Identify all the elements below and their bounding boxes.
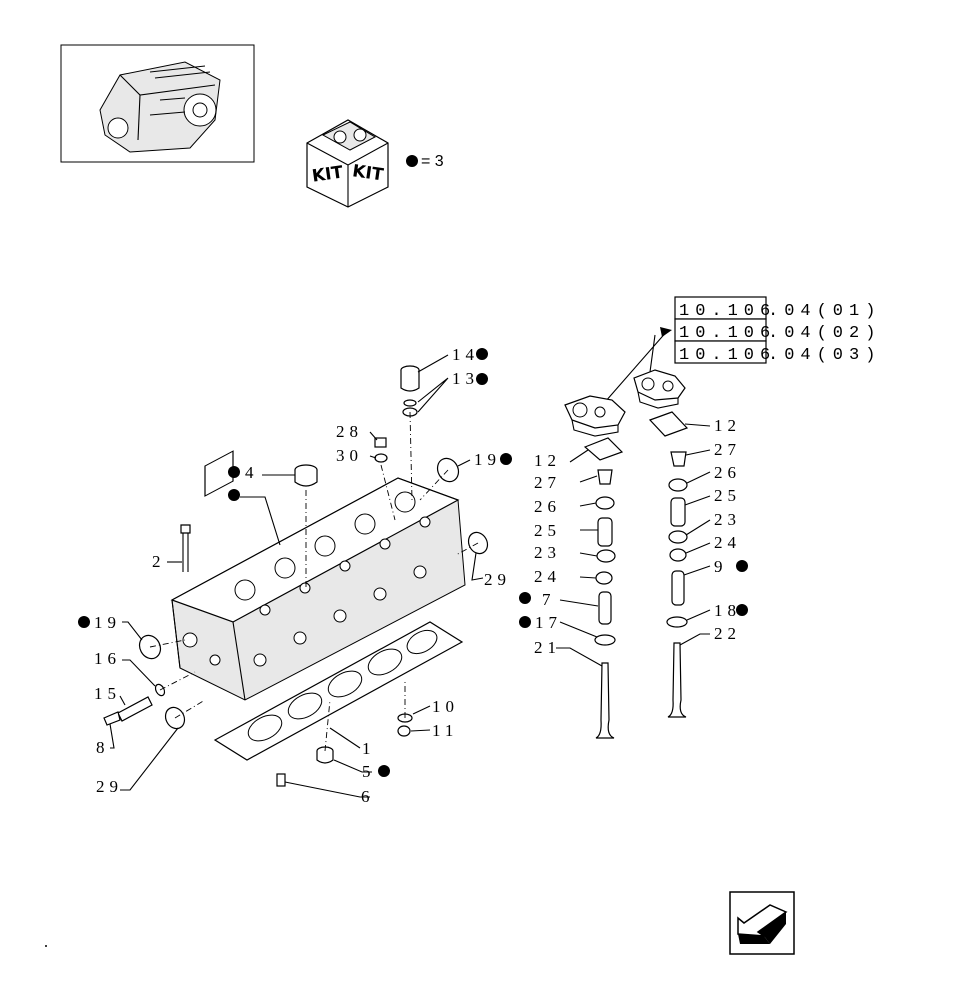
callout-26-right: 26 (714, 463, 741, 482)
kit-legend-equals: = 3 (421, 153, 444, 170)
callout-8: 8 (96, 738, 110, 757)
ref-leader-lines (604, 329, 669, 403)
callout-27-left: 27 (534, 473, 561, 492)
dowel-sleeve-4 (294, 464, 318, 487)
rocker-arm-left (564, 395, 626, 437)
union-15-16-8 (103, 683, 166, 726)
callout-5: 5 (362, 762, 376, 781)
ref-code-3[interactable]: 10.106 (679, 346, 776, 365)
callout-9: 9 (714, 557, 728, 576)
callout-16: 16 (94, 649, 121, 668)
callout-2: 2 (152, 552, 166, 571)
callout-25-right: 25 (714, 486, 741, 505)
callout-11: 11 (432, 721, 458, 740)
callout-14: 14 (452, 345, 479, 364)
kit-box-icon: KIT KIT (306, 119, 389, 208)
ref-arrow-icon (660, 327, 672, 337)
ref-suffix-1: .04(01) (768, 302, 881, 321)
injector-sleeve-14 (400, 365, 420, 417)
callout-7: 7 (542, 590, 556, 609)
callout-26-left: 26 (534, 497, 561, 516)
callout-22: 22 (714, 624, 741, 643)
engine-thumbnail[interactable] (60, 44, 255, 163)
callout-23-left: 23 (534, 543, 561, 562)
callout-19-left: 19 (94, 613, 121, 632)
valve-train-right (648, 411, 689, 718)
head-gasket[interactable] (213, 621, 464, 761)
navigation-arrow-button[interactable] (729, 891, 795, 955)
kit-legend-dot (406, 155, 418, 167)
callout-29-right: 29 (484, 570, 511, 589)
stud-6 (276, 773, 286, 787)
callout-28: 28 (336, 422, 363, 441)
cylinder-head[interactable] (170, 450, 466, 701)
valve-train-left (583, 437, 624, 739)
ref-code-1[interactable]: 10.106 (679, 302, 776, 321)
assembly-center-lines (149, 411, 479, 752)
bolt-2 (180, 524, 191, 572)
callout-12-right: 12 (714, 416, 741, 435)
callout-21: 21 (534, 638, 561, 657)
engine-thumbnail-icon (99, 61, 221, 153)
callout-4: 4 (245, 463, 259, 482)
callout-29-bottom: 29 (96, 777, 123, 796)
ref-box-3[interactable] (674, 340, 767, 364)
ref-suffix-2: .04(02) (768, 324, 881, 343)
navigation-arrow-icon (737, 904, 788, 944)
sleeve-5 (316, 746, 334, 764)
cylinder-head-bores (182, 450, 431, 667)
callout-23-right: 23 (714, 510, 741, 529)
corner-dot (45, 945, 47, 947)
callout-17: 17 (535, 613, 562, 632)
reference-table: 10.106 .04(01) 10.106 .04(02) 10.106 .04… (674, 296, 881, 365)
callout-18: 18 (714, 601, 741, 620)
plug-28-30 (374, 437, 388, 463)
callout-1: 1 (362, 739, 376, 758)
callout-15: 15 (94, 684, 121, 703)
kit-text-left: KIT (311, 163, 345, 187)
ref-code-2[interactable]: 10.106 (679, 324, 776, 343)
kit-bullets (78, 348, 748, 777)
callout-25-left: 25 (534, 521, 561, 540)
callout-13: 13 (452, 369, 479, 388)
callout-19-top: 19 (474, 450, 501, 469)
callout-labels: 14 13 28 30 4 19 2 29 19 16 15 8 29 10 1… (94, 345, 741, 806)
callout-24-right: 24 (714, 533, 741, 552)
callout-10: 10 (432, 697, 459, 716)
callout-12-left: 12 (534, 451, 561, 470)
rocker-arm-right (633, 369, 686, 409)
kit-text-right: KIT (351, 161, 385, 185)
callout-27-right: 27 (714, 440, 741, 459)
callout-30: 30 (336, 446, 363, 465)
ref-suffix-3: .04(03) (768, 346, 881, 365)
leader-lines (109, 354, 711, 798)
callout-6: 6 (361, 787, 375, 806)
callout-24-left: 24 (534, 567, 561, 586)
